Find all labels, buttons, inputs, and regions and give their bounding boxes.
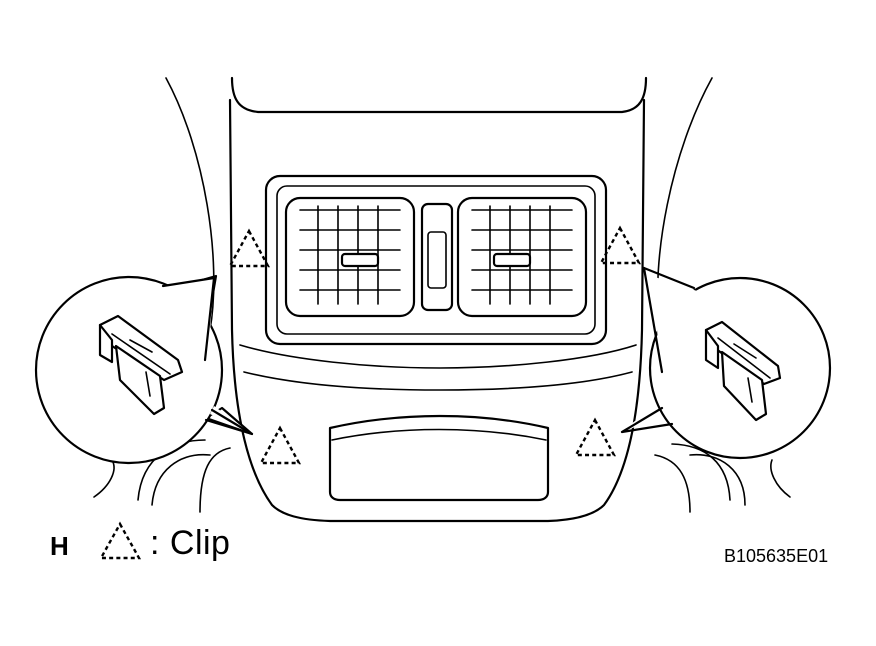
dashed-triangle-icon xyxy=(98,521,142,560)
figure-code: B105635E01 xyxy=(724,546,829,566)
legend-clip-label: : Clip xyxy=(150,524,231,562)
console-body xyxy=(228,76,648,523)
right-clip-detail-callout xyxy=(620,266,832,460)
left-clip-detail-callout xyxy=(34,274,254,465)
clip-marker-bottom-left xyxy=(258,425,302,465)
right-vent-grille xyxy=(456,196,588,318)
rear-air-vent-panel xyxy=(264,174,608,346)
clip-part-right xyxy=(704,320,782,422)
clip-marker-top-left xyxy=(227,228,271,268)
clip-marker-bottom-right xyxy=(573,417,617,457)
left-vent-grille xyxy=(284,196,416,318)
legend-letter: H xyxy=(50,531,69,561)
clip-part-left xyxy=(98,314,184,416)
lower-storage-pocket xyxy=(328,414,550,502)
center-vent-divider xyxy=(420,202,454,312)
clip-markers xyxy=(227,225,642,465)
clip-marker-top-right xyxy=(598,225,642,265)
